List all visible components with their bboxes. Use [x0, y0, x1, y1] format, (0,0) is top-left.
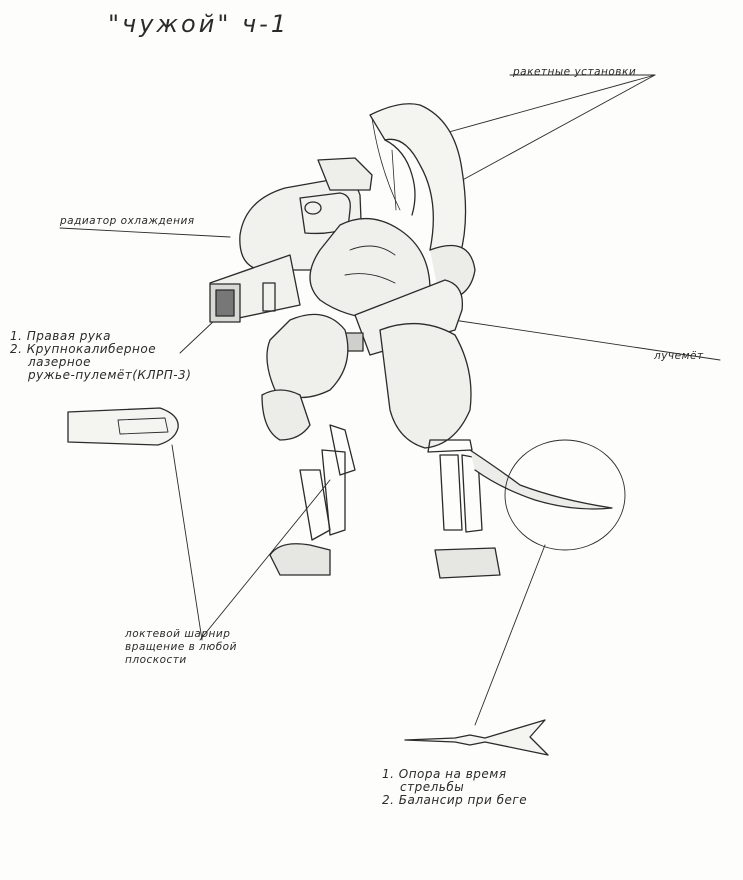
label-beam: лучемёт	[654, 350, 704, 362]
tail-shape	[469, 439, 626, 551]
label-tail-line2: стрельбы	[400, 780, 465, 794]
label-elbow-line3: плоскости	[125, 654, 187, 666]
label-tail: 1. Опора на время стрельбы 2. Балансир п…	[382, 768, 527, 807]
gun-arm-shape	[209, 254, 301, 323]
right-leg-shape	[379, 322, 501, 579]
label-right-arm: 1. Правая рука 2. Крупнокалиберное лазер…	[10, 330, 191, 382]
label-tail-line3: 2. Балансир при беге	[382, 793, 528, 807]
rocket-launcher-shape	[369, 103, 467, 256]
label-elbow-line2: вращение в любой	[125, 641, 237, 653]
label-rockets: ракетные установки	[513, 66, 637, 78]
label-elbow-line1: локтевой шарнир	[125, 628, 231, 640]
left-leg-shape	[261, 313, 356, 576]
leader-lines	[59, 74, 721, 726]
forearm-detail-shape	[67, 407, 179, 446]
label-radiator: радиатор охлаждения	[60, 215, 195, 227]
label-tail-line1: 1. Опора на время	[382, 767, 507, 781]
page-title: "чужой" ч-1	[108, 10, 290, 38]
tail-tip-detail-shape	[404, 719, 549, 756]
label-right-arm-line3: лазерное	[28, 355, 91, 369]
torso-shape	[309, 217, 476, 321]
label-elbow: локтевой шарнир вращение в любой плоскос…	[125, 628, 237, 667]
label-right-arm-line2: 2. Крупнокалиберное	[10, 342, 157, 356]
label-right-arm-line1: 1. Правая рука	[10, 329, 112, 343]
label-right-arm-line4: ружье-пулемёт(КЛРП-3)	[28, 368, 192, 382]
